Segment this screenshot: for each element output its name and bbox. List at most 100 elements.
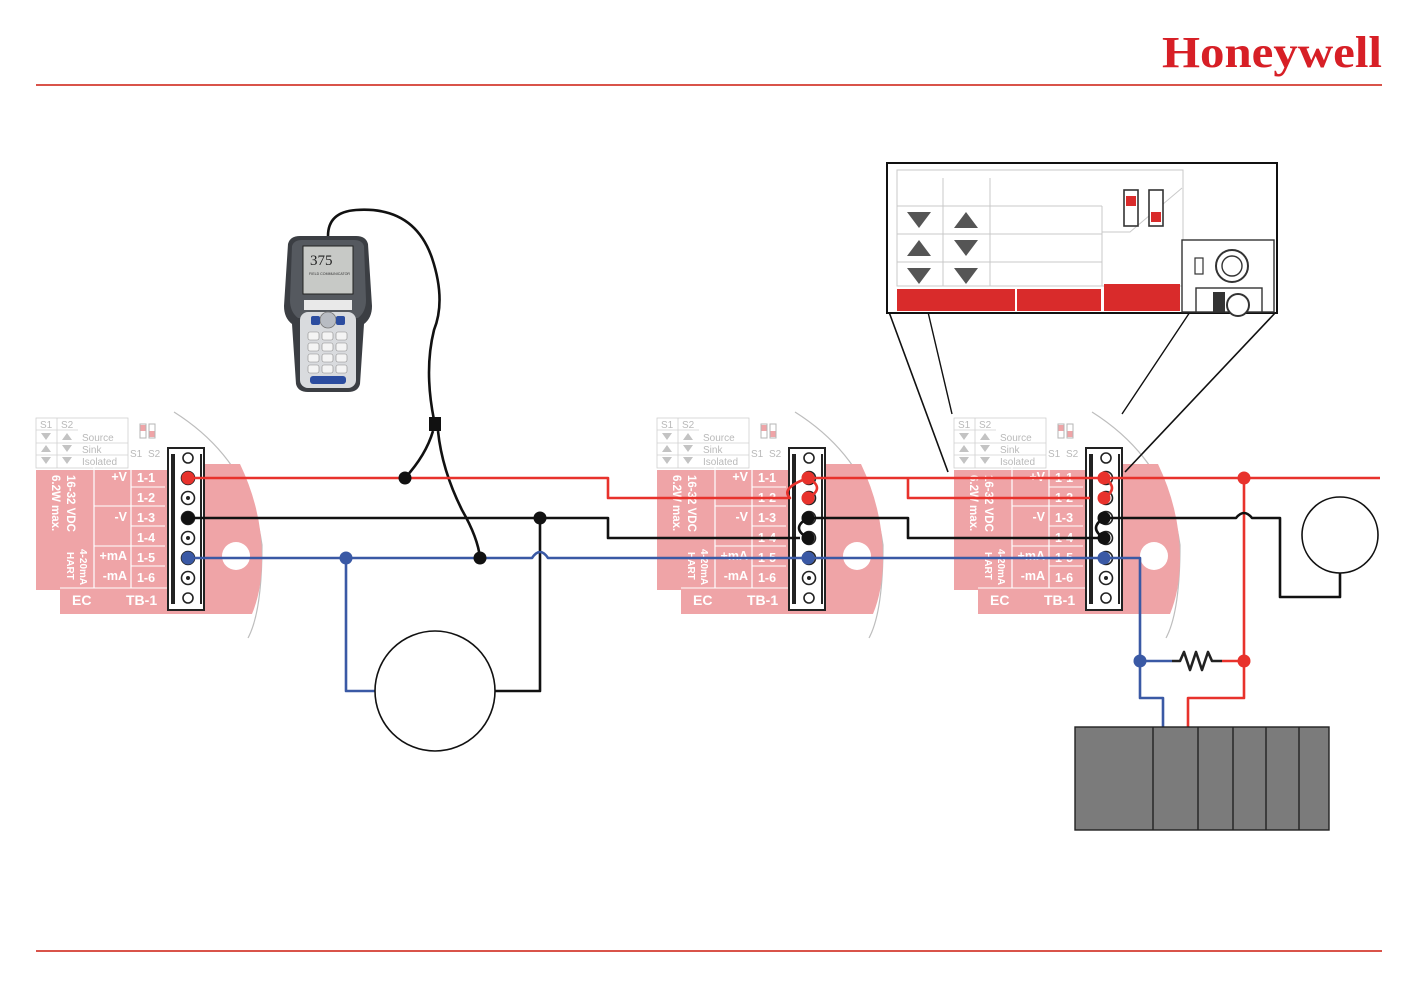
mode-label-source: Source — [703, 433, 735, 444]
power-rating-wattage: 6.2W max. — [670, 475, 682, 531]
junction-dot — [1097, 471, 1111, 485]
switch-header-s2: S2 — [979, 420, 992, 431]
junction-dot — [1097, 511, 1111, 525]
arrow-down-icon — [683, 445, 693, 452]
junction-dot — [801, 491, 815, 505]
signal-label-2: +mA — [1018, 549, 1045, 563]
signal-label-3: -mA — [724, 569, 748, 583]
switch-header-s1: S1 — [661, 420, 674, 431]
communicator-model: 375 — [310, 253, 333, 269]
arrow-down-icon — [41, 457, 51, 464]
loop-rating-hart: HART — [982, 552, 993, 580]
junction-dot — [1237, 654, 1251, 668]
signal-label-3: -mA — [1021, 569, 1045, 583]
board-footer-ec: EC — [72, 592, 91, 608]
board-footer-tb1: TB-1 — [126, 592, 157, 608]
plc-module — [1074, 726, 1330, 831]
signal-label-1: -V — [736, 510, 749, 524]
arrow-up-icon — [954, 212, 978, 228]
pin-label-1-1: 1-1 — [758, 471, 776, 485]
load-device-circle — [1301, 496, 1379, 574]
junction-dot — [1097, 551, 1111, 565]
board-footer-ec: EC — [693, 592, 712, 608]
junction-dot — [801, 551, 815, 565]
arrow-down-icon — [62, 457, 72, 464]
pin-label-1-3: 1-3 — [1055, 511, 1073, 525]
dip-switch-s1 — [1123, 189, 1139, 227]
wire-black — [188, 511, 1342, 693]
pin-header-s2: S2 — [1066, 449, 1079, 460]
junction-dot — [181, 471, 195, 485]
power-supply-circle — [374, 630, 496, 752]
switch-header-s1: S1 — [40, 420, 53, 431]
junction-dot — [1237, 471, 1251, 485]
junction-dot — [533, 511, 547, 525]
junction-dot — [181, 551, 195, 565]
mode-label-source: Source — [1000, 433, 1032, 444]
arrow-down-icon — [683, 457, 693, 464]
signal-label-1: -V — [1033, 510, 1046, 524]
signal-label-0: +V — [111, 470, 127, 484]
arrow-down-icon — [662, 457, 672, 464]
mode-label-isolated: Isolated — [82, 457, 117, 468]
resistor — [1172, 650, 1222, 672]
power-rating-voltage: 16-32 VDC — [64, 475, 76, 532]
junction-dot — [801, 531, 815, 545]
arrow-down-icon — [959, 433, 969, 440]
board-footer-tb1: TB-1 — [747, 592, 778, 608]
pin-label-1-2: 1-2 — [137, 491, 155, 505]
arrow-down-icon — [959, 457, 969, 464]
signal-label-2: +mA — [100, 549, 127, 563]
pin-header-s1: S1 — [751, 449, 764, 460]
pin-label-1-6: 1-6 — [137, 571, 155, 585]
arrow-up-icon — [62, 433, 72, 440]
pin-label-1-3: 1-3 — [137, 511, 155, 525]
signal-label-3: -mA — [103, 569, 127, 583]
communicator-caption: FIELD COMMUNICATOR — [309, 272, 350, 276]
arrow-down-icon — [980, 445, 990, 452]
loop-rating-hart: HART — [64, 552, 75, 580]
pin-label-1-4: 1-4 — [137, 531, 155, 545]
power-rating-wattage: 6.2W max. — [967, 475, 979, 531]
pin-label-1-5: 1-5 — [137, 551, 155, 565]
switch-header-s2: S2 — [61, 420, 74, 431]
communicator-cable — [326, 208, 441, 421]
arrow-down-icon — [954, 240, 978, 256]
junction-dot — [801, 471, 815, 485]
switch-header-s2: S2 — [682, 420, 695, 431]
honeywell-logo: Honeywell — [1162, 28, 1382, 77]
arrow-down-icon — [954, 268, 978, 284]
arrow-down-icon — [980, 457, 990, 464]
junction-dot — [1097, 531, 1111, 545]
junction-dot — [339, 551, 353, 565]
pin-label-1-1: 1-1 — [137, 471, 155, 485]
arrow-down-icon — [907, 212, 931, 228]
signal-label-2: +mA — [721, 549, 748, 563]
loop-rating-hart: HART — [685, 552, 696, 580]
arrow-up-icon — [959, 445, 969, 452]
mode-label-isolated: Isolated — [1000, 457, 1035, 468]
mode-label-isolated: Isolated — [703, 457, 738, 468]
power-rating-wattage: 6.2W max. — [49, 475, 61, 531]
mode-label-source: Source — [82, 433, 114, 444]
junction-dot — [1133, 654, 1147, 668]
arrow-down-icon — [907, 268, 931, 284]
zoom-inset — [886, 162, 1278, 473]
loop-rating-current: 4-20mA — [995, 549, 1006, 585]
loop-rating-current: 4-20mA — [698, 549, 709, 585]
mode-label-sink: Sink — [703, 445, 723, 456]
pin-header-s1: S1 — [130, 449, 143, 460]
arrow-up-icon — [907, 240, 931, 256]
pin-header-s1: S1 — [1048, 449, 1061, 460]
signal-label-0: +V — [732, 470, 748, 484]
junction-dot — [1097, 491, 1111, 505]
pin-label-1-6: 1-6 — [758, 571, 776, 585]
arrow-down-icon — [662, 433, 672, 440]
board-footer-tb1: TB-1 — [1044, 592, 1075, 608]
arrow-down-icon — [41, 433, 51, 440]
pin-header-s2: S2 — [769, 449, 782, 460]
arrow-up-icon — [683, 433, 693, 440]
junction-dot — [473, 551, 487, 565]
arrow-down-icon — [62, 445, 72, 452]
